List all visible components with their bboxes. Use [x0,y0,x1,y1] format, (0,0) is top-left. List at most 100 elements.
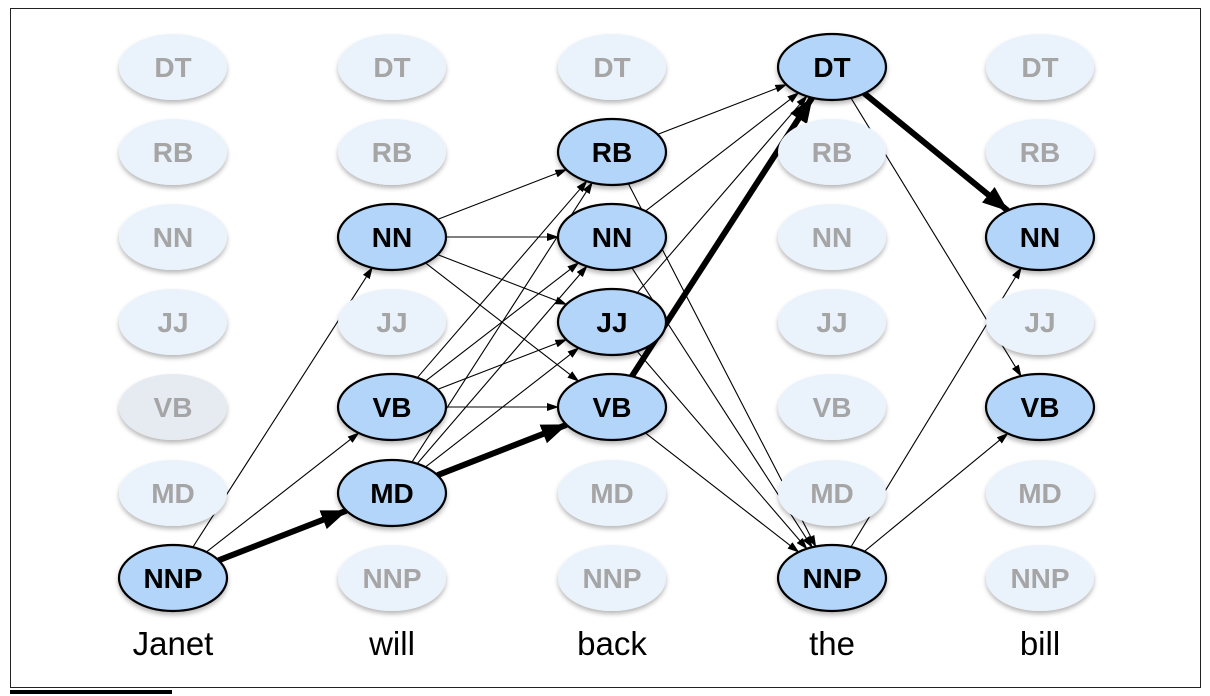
node-will-vb: VB [336,372,448,442]
node-back-nn: NN [556,202,668,272]
node-shape [558,545,666,611]
node-label: MD [151,478,195,509]
node-will-dt: DT [338,34,446,100]
node-label: VB [813,392,852,423]
node-shape [778,289,886,355]
node-shape [556,117,668,187]
node-the-dt: DT [776,32,888,102]
node-will-rb: RB [338,119,446,185]
node-shape [984,372,1096,442]
node-label: RB [153,137,193,168]
node-shape [117,543,229,613]
node-back-nnp: NNP [558,545,666,611]
node-shape [986,460,1094,526]
node-the-md: MD [778,460,886,526]
edge-the-nnp-to-bill-vb [863,432,1009,552]
node-label: DT [154,52,191,83]
node-label: NNP [802,563,861,594]
node-bill-jj: JJ [986,289,1094,355]
state-nodes: DT RB NN JJ VB MD NNP DT RB NN JJ VB MD NNP DT RB NN JJ VB… [117,32,1096,613]
node-label: RB [372,137,412,168]
node-bill-nnp: NNP [986,545,1094,611]
node-label: NN [372,222,412,253]
node-the-vb: VB [778,374,886,440]
node-shape [119,460,227,526]
node-bill-md: MD [986,460,1094,526]
node-shape [776,543,888,613]
node-the-rb: RB [778,119,886,185]
node-shape [986,289,1094,355]
node-back-rb: RB [556,117,668,187]
node-shape [778,460,886,526]
node-label: JJ [816,307,847,338]
node-janet-vb: VB [119,374,227,440]
node-back-md: MD [558,460,666,526]
edge-back-rb-to-the-dt [657,84,788,135]
edge-will-md-to-back-nn [416,265,588,465]
word-label-the: the [809,625,855,662]
node-will-jj: JJ [338,289,446,355]
node-shape [776,32,888,102]
edge-will-md-to-back-jj [425,347,580,468]
node-bill-rb: RB [986,119,1094,185]
node-label: DT [813,52,850,83]
node-label: MD [810,478,854,509]
node-shape [119,34,227,100]
node-the-jj: JJ [778,289,886,355]
node-label: NNP [362,563,421,594]
node-back-jj: JJ [556,287,668,357]
node-label: VB [593,392,632,423]
node-back-dt: DT [558,34,666,100]
node-bill-nn: NN [984,202,1096,272]
node-label: RB [592,137,632,168]
node-label: JJ [157,307,188,338]
node-the-nnp: NNP [776,543,888,613]
node-shape [558,460,666,526]
node-label: JJ [1024,307,1055,338]
node-shape [556,202,668,272]
edge-janet-nnp-to-will-md [217,507,348,564]
node-janet-dt: DT [119,34,227,100]
node-will-nn: NN [336,202,448,272]
word-label-janet: Janet [133,625,214,662]
node-label: RB [1020,137,1060,168]
word-label-will: will [368,625,415,662]
node-bill-dt: DT [986,34,1094,100]
node-will-md: MD [336,458,448,528]
node-label: DT [373,52,410,83]
word-label-bill: bill [1020,625,1060,662]
node-janet-nnp: NNP [117,543,229,613]
node-label: VB [373,392,412,423]
node-label: VB [154,392,193,423]
node-label: RB [812,137,852,168]
edge-back-jj-to-the-nnp [636,350,808,550]
node-shape [119,119,227,185]
node-shape [336,458,448,528]
node-shape [984,202,1096,272]
node-shape [336,372,448,442]
footnote-rule [10,690,172,694]
node-label: NNP [143,563,202,594]
word-label-back: back [577,625,647,662]
node-label: NNP [582,563,641,594]
node-label: NNP [1010,563,1069,594]
word-labels: Janet will back the bill [133,625,1061,662]
node-back-vb: VB [556,372,668,442]
node-shape [778,374,886,440]
node-label: DT [593,52,630,83]
node-shape [338,289,446,355]
node-shape [986,119,1094,185]
edge-janet-nnp-to-will-vb [205,432,360,553]
edge-back-nn-to-the-dt [645,92,800,212]
node-shape [986,34,1094,100]
node-shape [338,34,446,100]
edge-back-vb-to-the-nnp [645,432,800,553]
diagram-frame [10,8,1201,688]
node-janet-jj: JJ [119,289,227,355]
node-the-nn: NN [778,204,886,270]
node-shape [338,119,446,185]
node-shape [338,545,446,611]
node-label: NN [1020,222,1060,253]
node-shape [778,119,886,185]
